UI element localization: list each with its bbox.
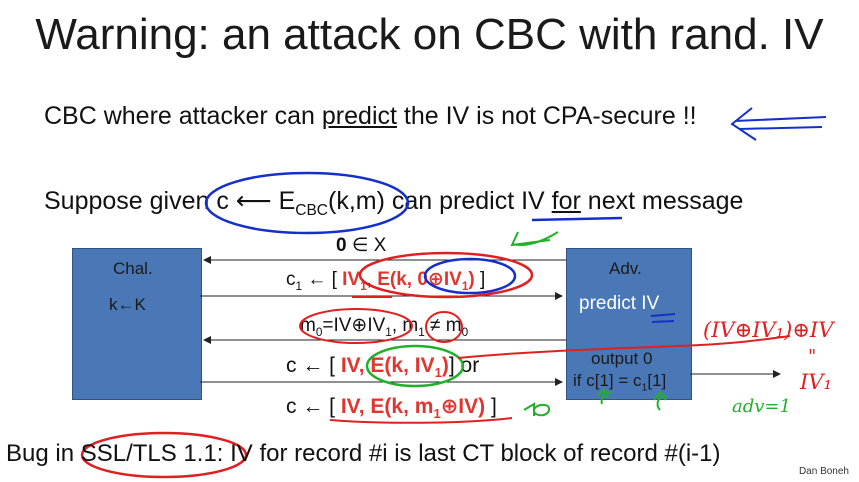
supposition-line: Suppose given c ⟵ ECBC(k,m) can predict … <box>44 186 743 220</box>
pen-arrow-blue <box>730 107 827 141</box>
author-credit: Dan Boneh <box>798 466 849 477</box>
statement-line: CBC where attacker can predict the IV is… <box>44 102 697 131</box>
adversary-box: Adv. predict IV output 0 if c[1] = c1[1] <box>566 248 692 400</box>
pen-circle-m1 <box>425 311 463 343</box>
pen-circle-m0 <box>299 308 413 344</box>
pen-formula: (IV⊕IV₁)⊕IV <box>703 318 834 342</box>
pen-circle-c1 <box>358 251 534 299</box>
msg-c-option1: c ← [ IV, E(k, IV1)] or <box>286 354 480 381</box>
msg-c-option2: c ← [ IV, E(k, m1⊕IV) ] <box>286 395 497 422</box>
adversary-label: Adv. <box>609 259 642 278</box>
supposition-pre: Suppose given c ⟵ E <box>44 187 296 215</box>
pen-circle-ssl <box>80 431 248 479</box>
statement-pre: CBC where attacker can <box>44 102 322 130</box>
slide-title: Warning: an attack on CBC with rand. IV <box>35 10 824 59</box>
pen-line-connect <box>457 335 791 359</box>
msg-zero: 0 ∈ X <box>336 235 387 256</box>
pen-ditto: " <box>808 346 817 367</box>
supposition-mid: (k,m) can predict IV <box>328 187 552 215</box>
pen-adv: adv=1 <box>732 396 791 417</box>
pen-circle-zero-xor <box>423 257 517 295</box>
pen-underline-msg5 <box>329 417 513 424</box>
pen-underline-predict <box>650 313 676 323</box>
statement-underlined: predict <box>321 102 397 130</box>
adversary-condition: if c[1] = c1[1] <box>573 371 667 394</box>
msg-c1: c1 ← [ IV1, E(k, 0⊕IV1) ] <box>286 269 486 293</box>
challenger-box: Chal. k←K <box>72 248 202 400</box>
pen-circle-ciphertext <box>204 171 410 235</box>
bug-note: Bug in SSL/TLS 1.1: IV for record #i is … <box>6 440 721 467</box>
statement-post: the IV is not CPA-secure !! <box>396 102 697 130</box>
adversary-output: output 0 <box>591 349 653 368</box>
supposition-sub: CBC <box>295 202 328 219</box>
pen-arrow-green-top <box>510 231 559 247</box>
adversary-predict: predict IV <box>579 293 660 314</box>
pen-result: IV₁ <box>800 370 832 394</box>
pen-arrow-green-box-right <box>653 390 667 411</box>
pen-arrow-green-box-left <box>597 388 613 405</box>
pen-arrow-green-bottom <box>523 402 550 417</box>
challenger-label: Chal. <box>113 259 153 278</box>
supposition-underlined: for <box>551 187 581 215</box>
supposition-post: next message <box>580 187 744 215</box>
pen-underline-iv <box>531 216 623 222</box>
challenger-key: k←K <box>109 295 146 314</box>
pen-circle-enc-iv1 <box>365 344 465 388</box>
